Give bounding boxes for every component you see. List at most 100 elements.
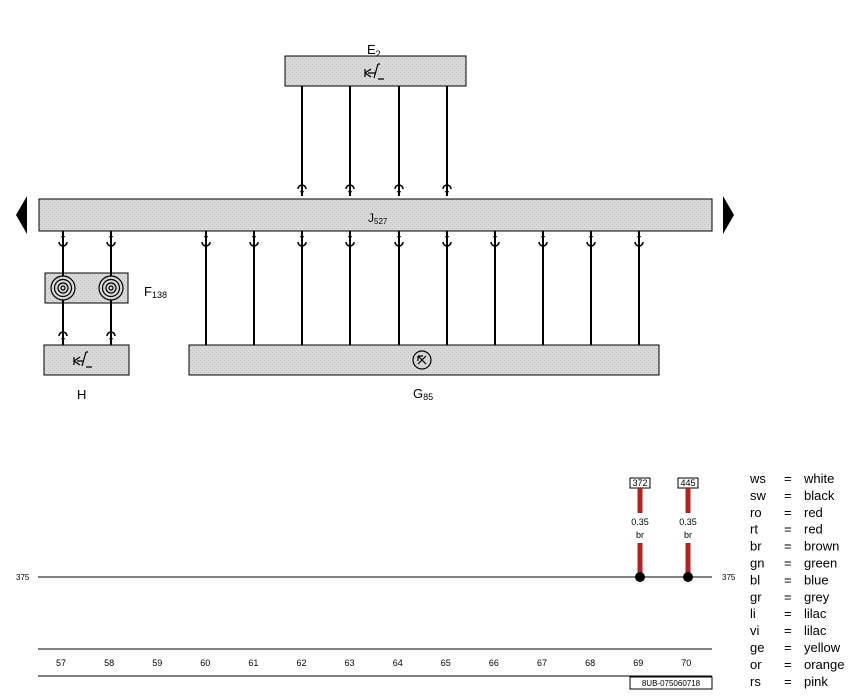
legend-row: bl = blue bbox=[750, 572, 829, 587]
legend-row: sw = black bbox=[750, 488, 835, 503]
g85-label: G85 bbox=[413, 386, 433, 402]
connector-pin-icon bbox=[106, 236, 116, 247]
legend-code: ge bbox=[750, 640, 764, 655]
column-number: 67 bbox=[537, 658, 547, 668]
legend-equals: = bbox=[784, 488, 792, 503]
legend-color-name: red bbox=[804, 505, 823, 520]
wire-372: 372 0.35 br bbox=[629, 477, 651, 582]
ground-line-left-label: 375 bbox=[16, 573, 30, 582]
legend-code: li bbox=[750, 606, 756, 621]
legend-row: ro = red bbox=[750, 505, 823, 520]
color-legend: ws=whitesw=blackro=redrt=redbr=browngn=g… bbox=[749, 471, 844, 689]
legend-row: ws = white bbox=[749, 471, 834, 486]
legend-color-name: white bbox=[803, 471, 834, 486]
wire-color-code: br bbox=[636, 530, 644, 540]
legend-equals: = bbox=[784, 471, 792, 486]
legend-code: ro bbox=[750, 505, 762, 520]
legend-color-name: red bbox=[804, 522, 823, 537]
legend-code: gn bbox=[750, 556, 764, 571]
legend-code: sw bbox=[750, 488, 767, 503]
legend-equals: = bbox=[784, 657, 792, 672]
legend-row: or = orange bbox=[750, 657, 844, 672]
legend-equals: = bbox=[784, 522, 792, 537]
legend-equals: = bbox=[784, 556, 792, 571]
connector-pin-icon bbox=[201, 236, 211, 247]
f138-box bbox=[44, 272, 129, 304]
connector-pin-icon bbox=[345, 236, 355, 247]
connector-pin-icon bbox=[297, 184, 307, 195]
legend-color-name: yellow bbox=[804, 640, 841, 655]
legend-row: br = brown bbox=[750, 539, 839, 554]
connector-pin-icon bbox=[634, 236, 644, 247]
legend-code: br bbox=[750, 539, 762, 554]
legend-color-name: black bbox=[804, 488, 835, 503]
legend-equals: = bbox=[784, 606, 792, 621]
column-number: 57 bbox=[56, 658, 66, 668]
wire-size: 0.35 bbox=[631, 517, 649, 527]
connector-pin-icon bbox=[58, 331, 68, 342]
column-number: 68 bbox=[585, 658, 595, 668]
legend-code: ws bbox=[749, 471, 766, 486]
column-number: 66 bbox=[489, 658, 499, 668]
connector-pin-icon bbox=[586, 236, 596, 247]
j527-bar bbox=[38, 198, 713, 232]
switch-symbol-icon bbox=[73, 351, 92, 368]
f138-label: F138 bbox=[144, 284, 167, 300]
legend-equals: = bbox=[784, 505, 792, 520]
h-label: H bbox=[77, 387, 86, 402]
switch-symbol-icon bbox=[364, 63, 384, 80]
legend-color-name: lilac bbox=[804, 623, 827, 638]
connector-pin-icon bbox=[442, 184, 452, 195]
legend-equals: = bbox=[784, 623, 792, 638]
document-code-box bbox=[629, 676, 713, 690]
connector-pin-icon bbox=[106, 331, 116, 342]
connector-pin-icon bbox=[442, 236, 452, 247]
wire-segment-red bbox=[637, 543, 643, 576]
column-number: 62 bbox=[296, 658, 306, 668]
wire-ref: 372 bbox=[632, 478, 647, 488]
legend-code: gr bbox=[750, 589, 762, 604]
legend-equals: = bbox=[784, 572, 792, 587]
continue-right-arrow-icon bbox=[723, 196, 734, 234]
legend-code: bl bbox=[750, 572, 760, 587]
legend-color-name: pink bbox=[804, 674, 828, 689]
column-number: 70 bbox=[681, 658, 691, 668]
h-box bbox=[43, 344, 130, 376]
legend-code: vi bbox=[750, 623, 760, 638]
legend-row: rt = red bbox=[750, 522, 823, 537]
legend-equals: = bbox=[784, 589, 792, 604]
legend-color-name: lilac bbox=[804, 606, 827, 621]
wire-color-code: br bbox=[684, 530, 692, 540]
wire-segment-red bbox=[685, 488, 691, 513]
legend-equals: = bbox=[784, 674, 792, 689]
sensor-icon bbox=[412, 350, 432, 370]
legend-row: vi = lilac bbox=[750, 623, 827, 638]
column-number: 58 bbox=[104, 658, 114, 668]
continue-left-arrow-icon bbox=[16, 196, 27, 234]
legend-equals: = bbox=[784, 640, 792, 655]
legend-code: or bbox=[750, 657, 762, 672]
legend-color-name: blue bbox=[804, 572, 829, 587]
column-number: 69 bbox=[633, 658, 643, 668]
legend-row: rs=pink bbox=[750, 674, 828, 689]
column-number: 59 bbox=[152, 658, 162, 668]
connector-pin-icon bbox=[394, 184, 404, 195]
legend-color-name: brown bbox=[804, 539, 839, 554]
legend-color-name: orange bbox=[804, 657, 844, 672]
legend-equals: = bbox=[784, 539, 792, 554]
legend-row: ge = yellow bbox=[750, 640, 841, 655]
legend-color-name: green bbox=[804, 556, 837, 571]
connector-pin-icon bbox=[297, 236, 307, 247]
ground-line-right-label: 375 bbox=[722, 573, 736, 582]
legend-code: rt bbox=[750, 522, 758, 537]
connector-pin-icon bbox=[249, 236, 259, 247]
wire-445: 445 0.35 br bbox=[677, 477, 699, 582]
wire-segment-red bbox=[685, 543, 691, 576]
legend-row: li = lilac bbox=[750, 606, 827, 621]
connector-pin-icon bbox=[538, 236, 548, 247]
column-number: 61 bbox=[248, 658, 258, 668]
column-number: 64 bbox=[393, 658, 403, 668]
legend-row: gr=grey bbox=[750, 589, 830, 604]
